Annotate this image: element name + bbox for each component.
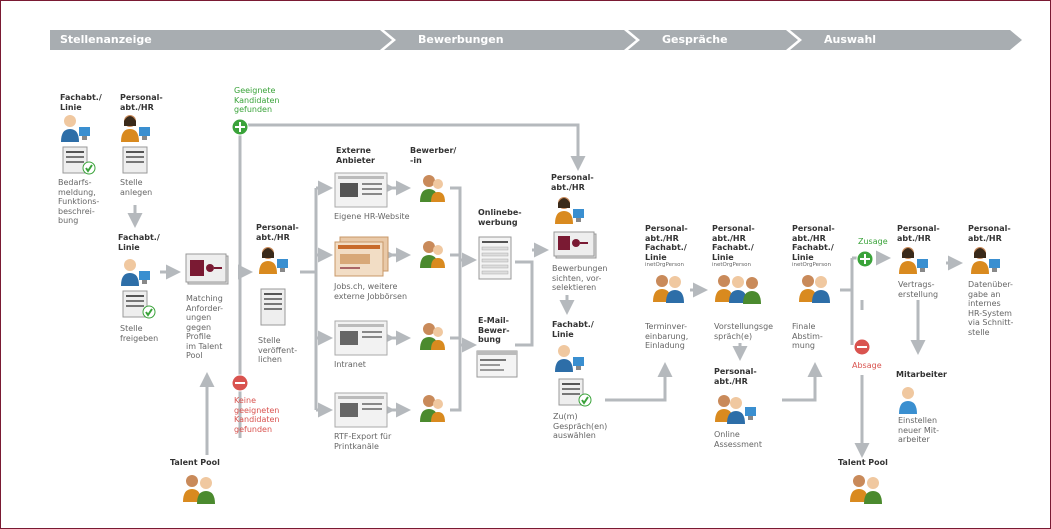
person-icon [899,247,928,274]
document-icon [62,146,96,175]
document-icon [558,378,592,407]
col3-inetorgperson: inetOrgPerson [792,262,832,268]
plus-icon [231,118,249,136]
person-icon [121,259,150,286]
email-bewerbung-label: E-Mail-Bewer-bung [478,316,510,344]
mitarbeiter-label: Mitarbeiter [896,370,947,379]
fachabt-label-2: Fachabt./Linie [118,233,160,252]
intranet-text: Intranet [334,360,366,369]
terminvereinbarung-text: Terminver-einbarung,Einladung [645,322,689,350]
personalabt-label-5: Personal-abt./HR [897,224,940,243]
minus-icon [231,374,249,392]
plus-icon [856,250,874,268]
website-icon [334,320,388,356]
form-icon [478,236,512,280]
group-icon [183,475,215,504]
bewerber-label: Bewerber/-in [410,146,457,165]
person-icon [420,175,445,202]
personalabt-label-6: Personal-abt./HR [968,224,1011,243]
website-icon [334,392,388,428]
absage-label: Absage [852,361,882,370]
person-icon [121,115,150,142]
vertragserstellung-text: Vertrags-erstellung [898,280,939,299]
group-icon [799,275,830,303]
talent-pool-label-left: Talent Pool [170,458,220,467]
personalabt-label-2: Personal-abt./HR [256,223,299,242]
person-icon [971,247,1000,274]
group-icon [850,475,882,504]
person-icon [420,241,445,268]
hr-website-text: Eigene HR-Website [334,212,410,221]
stage-stellenanzeige: Stellenanzeige [50,30,392,50]
gespraech-auswaehlen-text: Zu(m)Gespräch(en)auswählen [553,412,608,440]
card-icon [553,231,597,259]
stage-auswahl: Auswahl [790,30,1022,50]
minus-icon [853,338,871,356]
person-icon [259,247,288,274]
group-icon [715,395,756,424]
personalabt-label-1: Personal-abt./HR [120,93,163,112]
document-icon [260,288,286,326]
group-icon [715,275,761,304]
zusage-label: Zusage [858,237,888,246]
email-icon [476,350,518,378]
person-icon [420,323,445,350]
card-icon [185,253,229,285]
person-icon [555,345,584,372]
person-icon [420,395,445,422]
document-icon [122,290,156,319]
col1-inetorgperson: inetOrgPerson [645,262,685,268]
onlinebewerbung-label: Onlinebe-werbung [478,208,522,227]
fachabt-label-1: Fachabt./Linie [60,93,102,112]
person-icon [555,197,584,224]
website-icon [334,172,388,208]
personalabt-label-4: Personal-abt./HR [714,367,757,386]
talent-pool-label-right: Talent Pool [838,458,888,467]
person-icon [899,387,917,414]
person-icon [61,115,90,142]
document-icon [122,146,148,174]
group-icon [653,275,684,303]
personalabt-label-3: Personal-abt./HR [551,173,594,192]
col2-inetorgperson: inetOrgPerson [712,262,752,268]
stage-bewerbungen: Bewerbungen [384,30,636,50]
website-icon [334,236,389,277]
bedarfsmeldung-text: Bedarfs-meldung,Funktions-beschrei-bung [58,178,100,225]
fachabt-label-3: Fachabt./Linie [552,320,594,339]
stage-gespraeche: Gespräche [628,30,798,50]
